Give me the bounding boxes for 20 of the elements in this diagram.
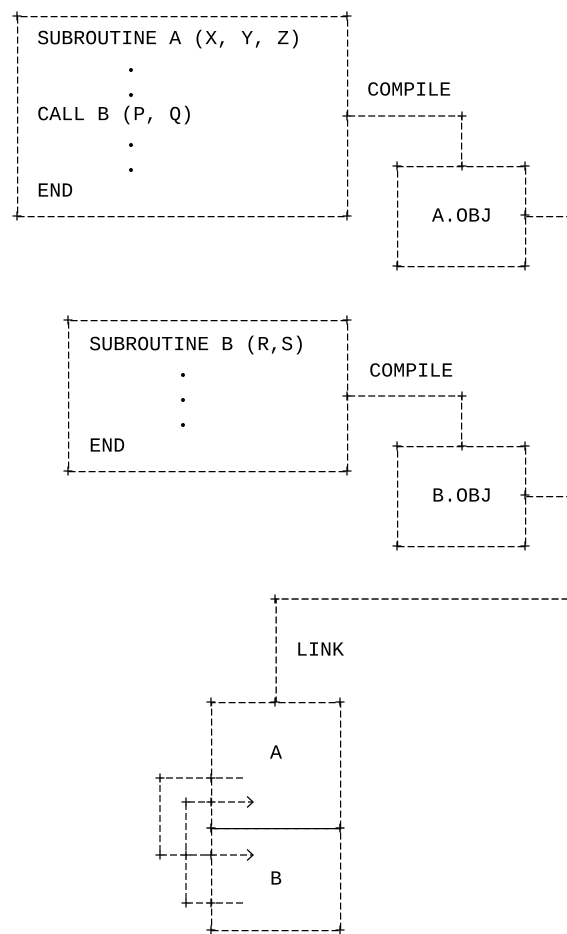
- code-line: END: [38, 183, 72, 197]
- file-name: A.OBJ: [432, 208, 490, 222]
- module-name: A: [270, 745, 282, 759]
- code-line: SUBROUTINE B (R,S): [90, 336, 302, 354]
- code-box: [12, 10, 352, 222]
- file-box: [392, 440, 530, 552]
- connector: [185, 796, 254, 904]
- edge-label: COMPILE: [368, 362, 454, 378]
- module-name: B: [272, 871, 282, 885]
- module-box: [206, 822, 346, 934]
- connector: [276, 496, 567, 702]
- code-line: CALL B (P, Q): [38, 106, 190, 124]
- code-box: [62, 314, 352, 476]
- code-line: END: [90, 438, 124, 452]
- code-line: SUBROUTINE A (X, Y, Z): [38, 30, 298, 48]
- file-box: [392, 160, 530, 272]
- edge-label: COMPILE: [366, 81, 452, 97]
- edge-label: LINK: [295, 641, 345, 657]
- connector: [159, 777, 254, 861]
- file-name: B.OBJ: [434, 488, 490, 502]
